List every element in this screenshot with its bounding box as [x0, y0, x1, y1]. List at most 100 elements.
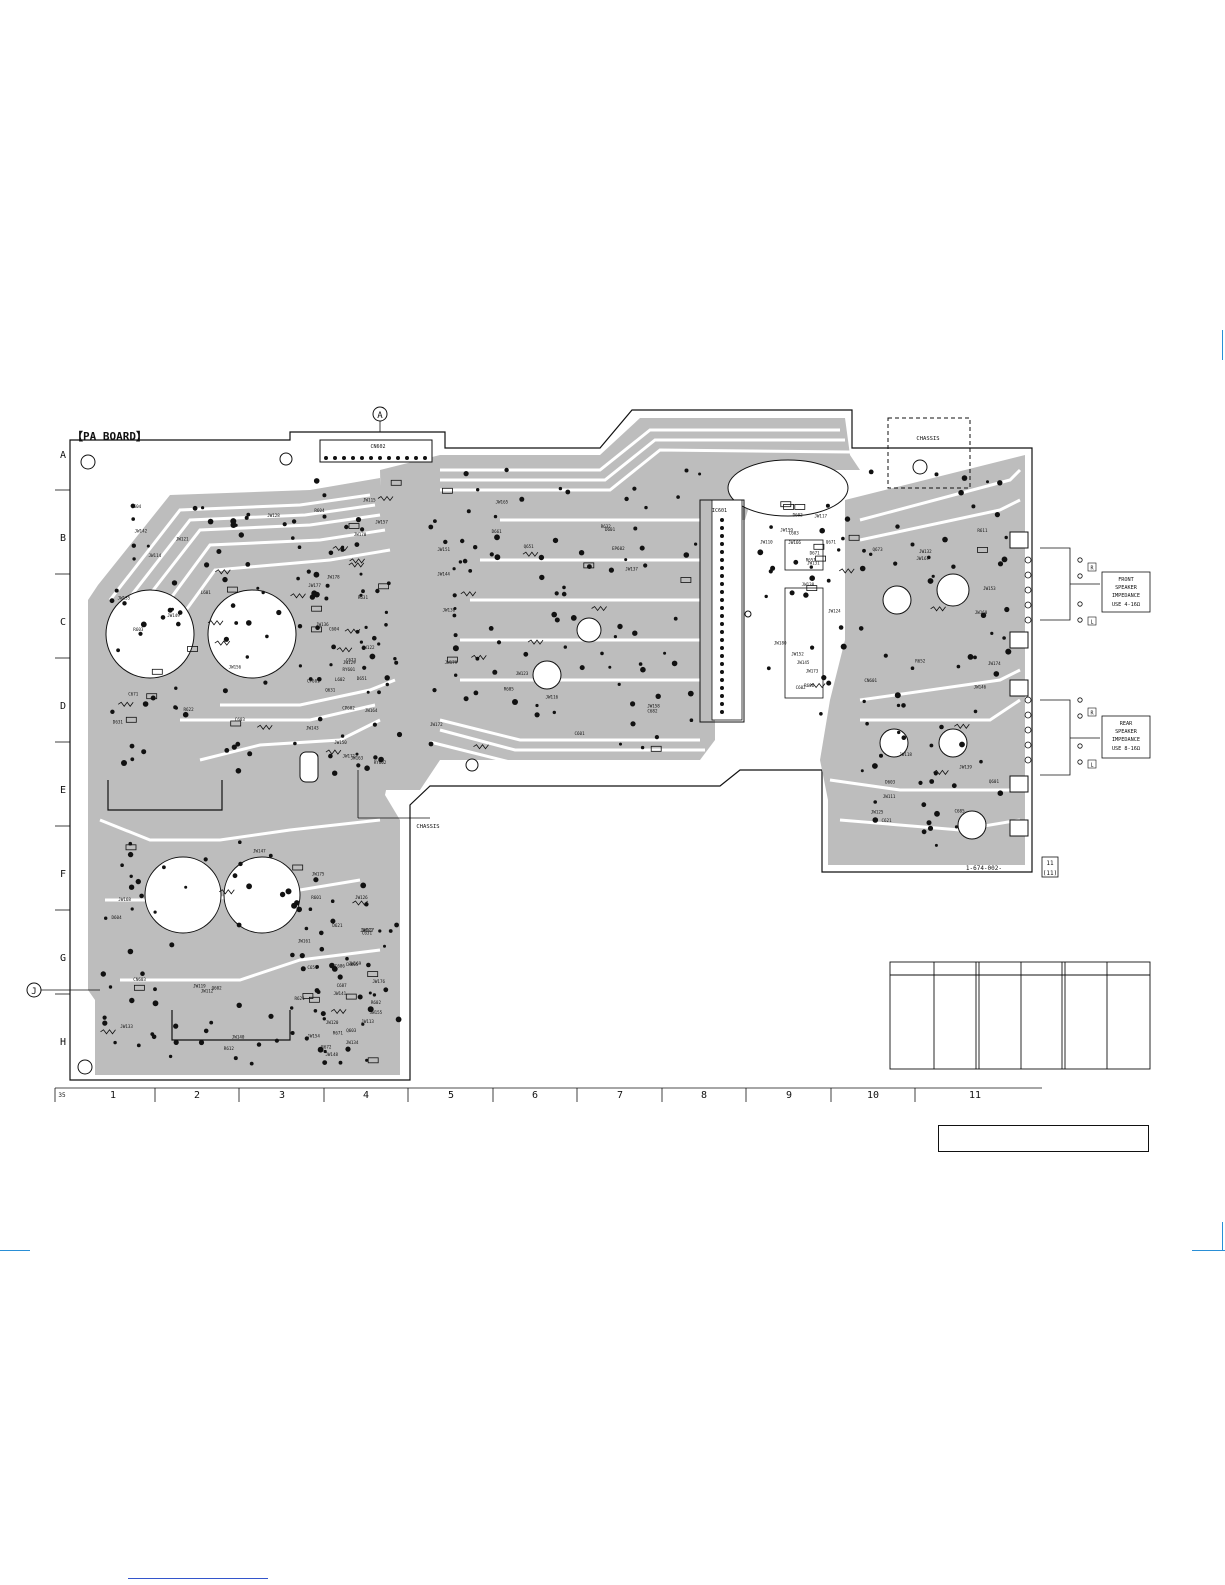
pad [274, 1038, 279, 1043]
pad [453, 607, 457, 610]
pad [338, 1060, 343, 1065]
pad [364, 902, 369, 907]
connector-pin [351, 456, 355, 460]
component-label: D621 [332, 923, 343, 928]
pad [488, 626, 494, 631]
pad [140, 621, 147, 628]
component-label: CN603 [133, 977, 146, 982]
pad [361, 589, 365, 594]
component-label: JW165 [496, 500, 509, 505]
pad [624, 558, 628, 562]
pad [245, 562, 251, 567]
pad [355, 752, 359, 756]
pad [837, 548, 841, 552]
row-label: C [60, 617, 66, 628]
pad [388, 929, 393, 933]
component-label: JW140 [232, 1035, 245, 1040]
pad [256, 586, 260, 590]
capacitor-icon [938, 728, 968, 758]
pad [934, 810, 940, 817]
component-label: Q603 [346, 1028, 357, 1033]
pad [980, 612, 987, 618]
crop-mark-bottom-right-h [1192, 1250, 1225, 1251]
resistor-icon [460, 591, 477, 597]
component-label: R622 [184, 707, 195, 712]
pad [841, 536, 845, 541]
pad [110, 709, 115, 714]
pad [337, 974, 343, 980]
pads [100, 456, 1012, 1066]
pad [997, 790, 1004, 796]
pad [299, 953, 305, 959]
component-label: JW142 [135, 528, 148, 533]
pad [329, 663, 333, 667]
pad [324, 596, 329, 601]
pad [207, 518, 214, 525]
pad [378, 929, 382, 933]
pad [862, 699, 866, 704]
pad [345, 956, 349, 961]
pad [169, 942, 175, 948]
component-label: JW158 [647, 704, 660, 709]
pad [384, 623, 388, 627]
pad [369, 653, 376, 660]
component-label: C671 [128, 691, 139, 696]
pad [757, 549, 764, 556]
pad [684, 468, 689, 473]
component-label: Q671 [826, 540, 837, 545]
component-outline [151, 668, 163, 675]
pad [141, 749, 147, 755]
chassis-inset [887, 417, 971, 489]
pad [519, 496, 525, 502]
pad [315, 965, 319, 969]
pad [934, 843, 938, 847]
chassis-label-middle: CHASSIS [416, 824, 439, 830]
component-outline [311, 626, 322, 633]
component-label: C683 [789, 530, 800, 535]
component-label: JW177 [308, 583, 321, 588]
pad [297, 624, 303, 629]
component-label: JW149 [167, 613, 180, 618]
pad [377, 642, 381, 646]
component-label: JW148 [325, 1052, 338, 1057]
pad [452, 613, 457, 618]
column-labels: 35 1 2 3 4 5 6 7 8 9 10 11 [58, 1090, 981, 1101]
component-label: C603 [235, 717, 246, 722]
component-label: JW111 [883, 794, 896, 799]
pad [643, 563, 648, 568]
component-label: L602 [335, 677, 346, 682]
pad [632, 630, 638, 636]
component-label: JW143 [306, 726, 319, 731]
pad [961, 475, 968, 481]
component-label: R606 [804, 683, 815, 688]
pad [993, 671, 1000, 677]
pad [246, 883, 253, 890]
component-label: R604 [314, 508, 325, 513]
pad [476, 488, 480, 492]
component-label: JW175 [312, 871, 325, 876]
component-label: JW172 [430, 722, 443, 727]
pad [113, 1040, 117, 1045]
pad [308, 677, 313, 681]
pad [570, 615, 577, 621]
pad [956, 664, 961, 669]
pad [108, 985, 113, 989]
pad [131, 517, 135, 521]
footer-link[interactable] [128, 1578, 268, 1579]
pad [182, 711, 189, 718]
pad [809, 575, 815, 581]
pad [927, 578, 934, 584]
pad [432, 688, 437, 693]
chassis-ground-icon [299, 751, 319, 783]
pad [910, 666, 915, 670]
pad [793, 559, 799, 565]
pad [819, 712, 823, 716]
pad [764, 594, 768, 599]
chassis-label-top: CHASSIS [916, 436, 939, 442]
component-outline [348, 523, 360, 529]
row-label: H [60, 1037, 66, 1048]
pad [291, 519, 297, 524]
component-label: JW162 [360, 928, 373, 933]
pad [894, 692, 901, 699]
component-label: D631 [113, 720, 124, 725]
